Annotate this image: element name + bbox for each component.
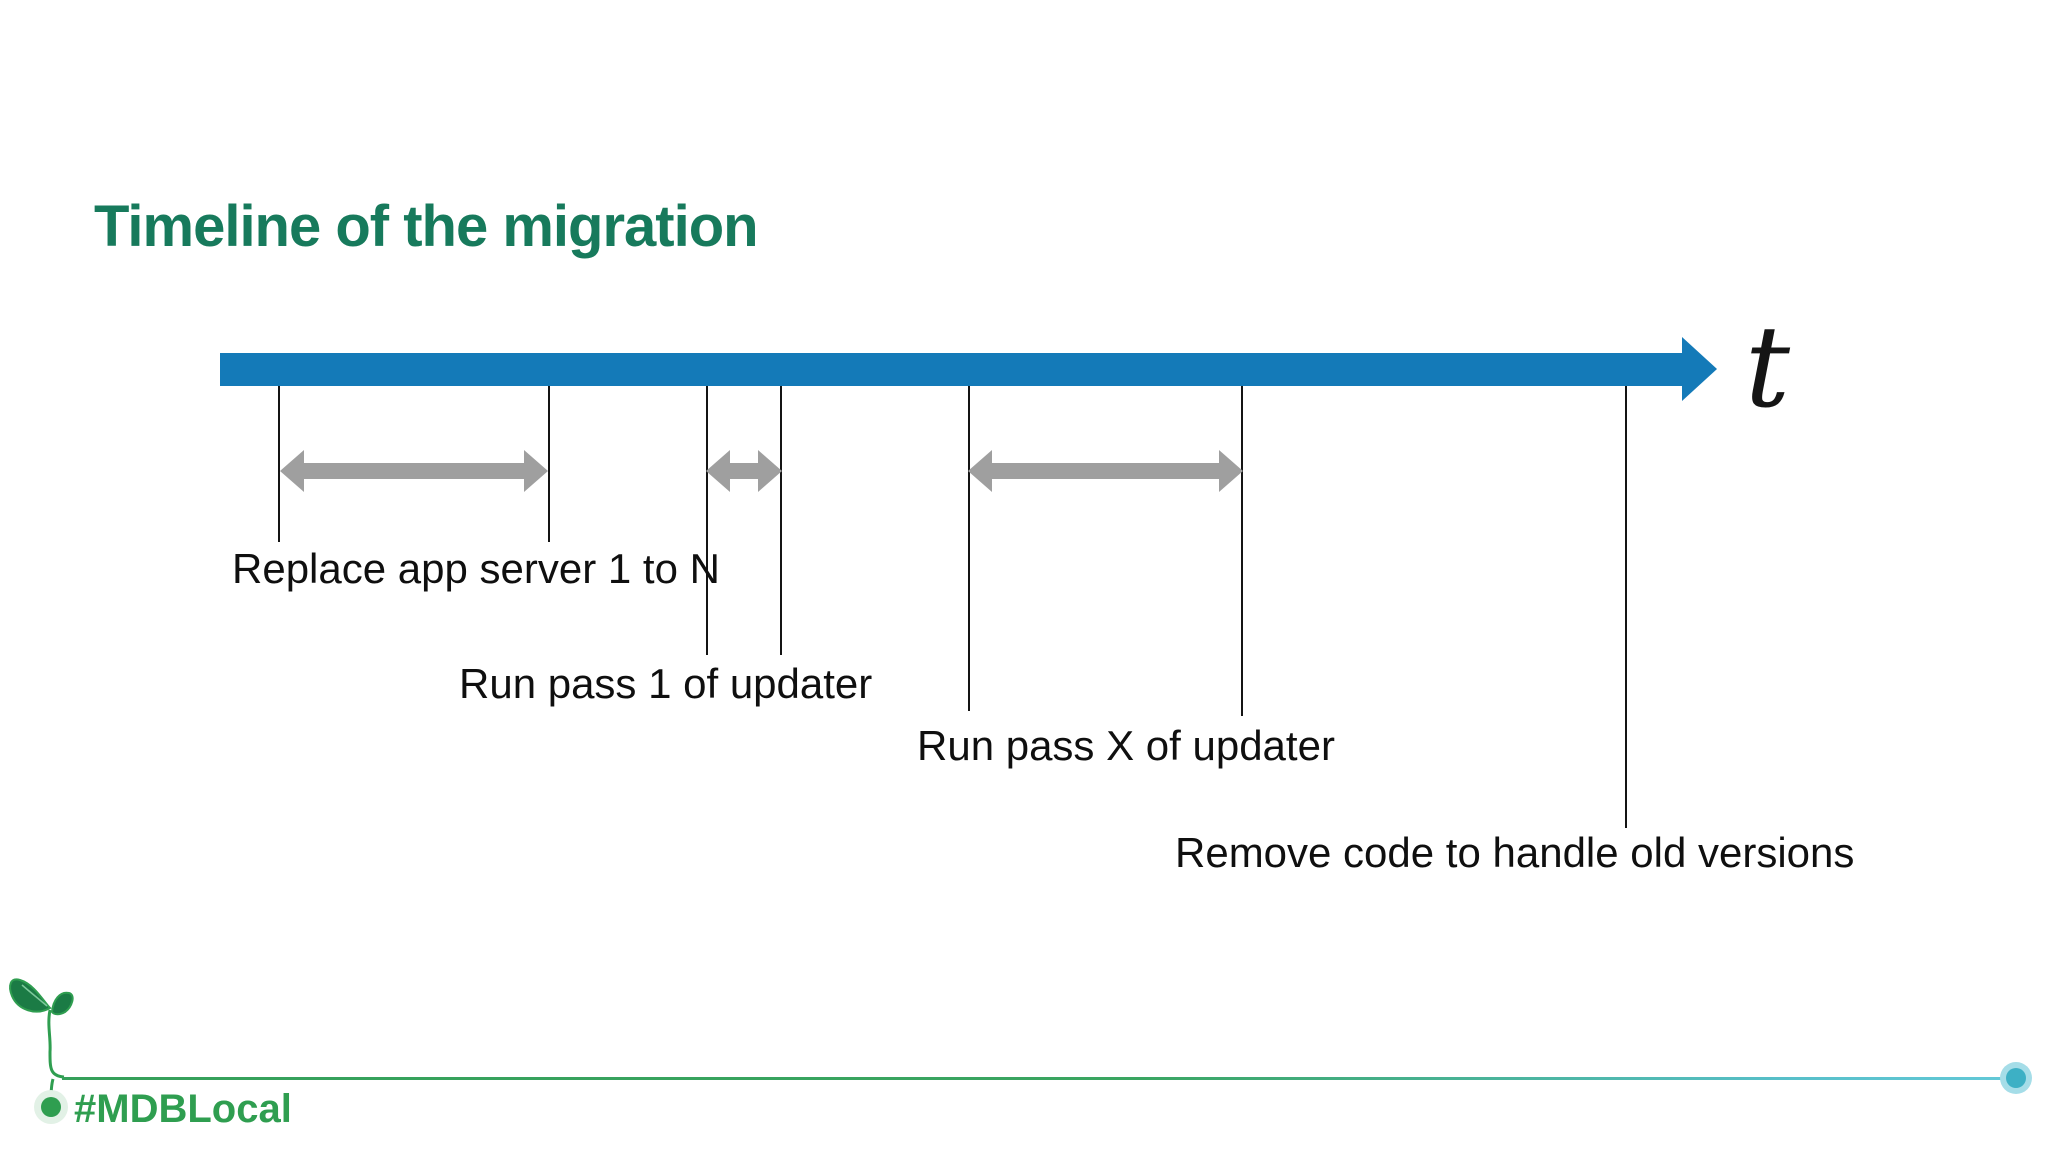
arrow-right-head-icon [524, 450, 548, 492]
tick-line-5 [968, 386, 970, 711]
time-axis-label: t [1745, 303, 1791, 433]
arrow-shaft [992, 463, 1219, 479]
arrow-left-head-icon [280, 450, 304, 492]
tick-line-3 [706, 386, 708, 655]
sprout-dot [41, 1097, 61, 1117]
arrow-shaft [730, 463, 758, 479]
sprout-icon [9, 978, 74, 1124]
timeline-arrowhead-icon [1682, 337, 1717, 401]
arrow-right-head-icon [1219, 450, 1243, 492]
tick-line-1 [278, 386, 280, 542]
tick-line-2 [548, 386, 550, 542]
duration-arrow-pass-x [968, 450, 1243, 492]
page-title: Timeline of the migration [94, 193, 759, 259]
tick-line-7 [1625, 386, 1627, 828]
event-label-run-pass-x: Run pass X of updater [917, 722, 1335, 769]
duration-arrow-replace-app-server [280, 450, 548, 492]
tick-line-6 [1241, 386, 1243, 716]
footer-endpoint-dot [2006, 1068, 2026, 1088]
sprout-leaf-vein [21, 984, 48, 1007]
arrow-shaft [304, 463, 524, 479]
arrow-left-head-icon [706, 450, 730, 492]
event-label-replace-app-server: Replace app server 1 to N [232, 545, 720, 592]
event-label-run-pass-1: Run pass 1 of updater [459, 660, 873, 707]
hashtag-label: #MDBLocal [74, 1087, 292, 1131]
sprout-big-leaf [9, 978, 52, 1013]
footer-rule [62, 1077, 2016, 1080]
sprout-small-leaf [50, 991, 74, 1016]
arrow-left-head-icon [968, 450, 992, 492]
sprout-stem [47, 1009, 65, 1079]
duration-arrow-pass-1 [706, 450, 782, 492]
timeline-axis-bar [220, 353, 1682, 386]
arrow-right-head-icon [758, 450, 782, 492]
tick-line-4 [780, 386, 782, 655]
event-label-remove-code: Remove code to handle old versions [1175, 829, 1855, 876]
